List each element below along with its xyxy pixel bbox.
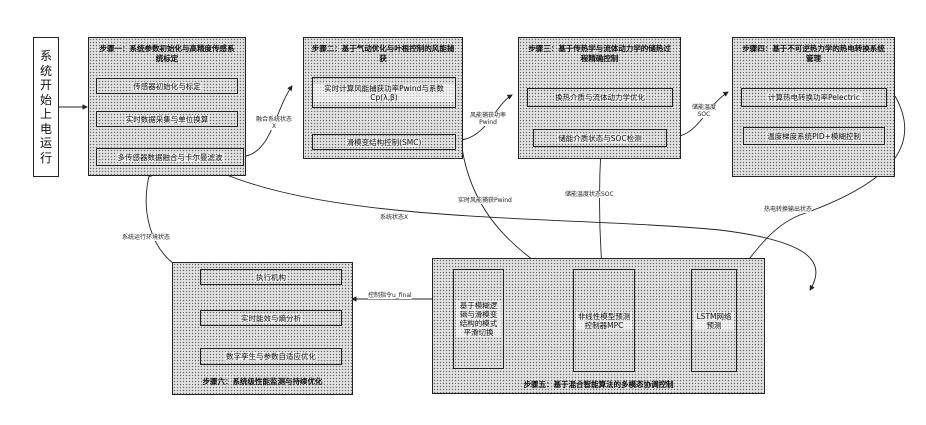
label-control-command: 控制指令u_final xyxy=(368,292,412,299)
step6-box-digital-twin: 数字孪生与参数自适应优化 xyxy=(200,348,342,365)
step1-box-fusion: 多传感器数据融合与卡尔曼滤波 xyxy=(96,148,244,166)
start-label: 系统开始上电运行 xyxy=(40,49,52,165)
step4-box-pelectric: 计算热电转换功率Pelectric xyxy=(741,88,887,107)
step5-box-mpc: 非线性模型预测控制器MPC xyxy=(573,269,635,372)
step1-box-acquisition: 实时数据采集与单位换算 xyxy=(96,111,238,127)
label-thermo-output: 热电转换输出状态 xyxy=(764,206,812,213)
step2-panel: 步骤二：基于气动优化与叶根控制的风能捕获 实时计算风能捕获功率Pwind与系数C… xyxy=(303,37,463,159)
label-env-state: 系统运行环境状态 xyxy=(122,234,170,241)
step5-panel: 基于模糊逻辑与滑模变结构的模式平滑切换 非线性模型预测控制器MPC LSTM网络… xyxy=(432,258,765,394)
step2-title: 步骤二：基于气动优化与叶根控制的风能捕获 xyxy=(304,44,462,64)
step1-box-calibration: 传感器初始化与标定 xyxy=(96,78,238,94)
step4-box-pid-fuzzy: 温度梯度系统PID+模糊控制 xyxy=(743,127,885,145)
step3-box-heat-exchange: 换热介质与流体动力学优化 xyxy=(527,88,673,107)
arrow-step6-feedback xyxy=(146,172,180,268)
step4-panel: 步骤四：基于不可逆热力学的热电转换系统管理 计算热电转换功率Pelectric … xyxy=(732,37,895,177)
step6-box-entropy: 实时能效与熵分析 xyxy=(200,310,342,326)
step3-box-soc: 储能介质状态与SOC检测 xyxy=(533,129,667,147)
step3-title: 步骤三：基于传热学与流体动力学的储热过程精确控制 xyxy=(519,44,680,64)
label-fused-state: 融合系统状态X xyxy=(256,116,292,130)
step3-panel: 步骤三：基于传热学与流体动力学的储热过程精确控制 换热介质与流体动力学优化 储能… xyxy=(518,37,681,159)
step1-panel: 步骤一：系统参数初始化与高精度传感系统标定 传感器初始化与标定 实时数据采集与单… xyxy=(88,37,246,176)
step1-title: 步骤一：系统参数初始化与高精度传感系统标定 xyxy=(89,44,245,64)
label-storage-soc: 储能温度SOC xyxy=(686,104,722,118)
step6-box-actuator: 执行机构 xyxy=(200,269,342,285)
step4-title: 步骤四：基于不可逆热力学的热电转换系统管理 xyxy=(733,44,894,64)
label-pwind: 风能捕获功率Pwind xyxy=(466,112,510,126)
step2-box-smc: 滑模变结构控制(SMC) xyxy=(312,134,456,150)
label-soc-state: 储能温度状态SOC xyxy=(565,191,614,198)
step5-box-mode-switch: 基于模糊逻辑与滑模变结构的模式平滑切换 xyxy=(453,269,504,369)
arrow-step3-to-mpc xyxy=(599,148,602,267)
start-box: 系统开始上电运行 xyxy=(33,37,59,177)
step5-title: 步骤五：基于混合智能算法的多模态协调控制 xyxy=(433,380,764,390)
step2-box-pwind: 实时计算风能捕获功率Pwind与系数Cp(λ,β) xyxy=(312,77,456,108)
label-system-state: 系统状态X xyxy=(380,214,408,221)
label-realtime-pwind: 实时风能捕获Pwind xyxy=(458,197,512,204)
step5-box-lstm: LSTM网络预测 xyxy=(691,269,737,372)
step6-title: 步骤六：系统级性能监测与持续优化 xyxy=(173,377,352,387)
step6-panel: 执行机构 实时能效与熵分析 数字孪生与参数自适应优化 步骤六：系统级性能监测与持… xyxy=(172,262,353,395)
